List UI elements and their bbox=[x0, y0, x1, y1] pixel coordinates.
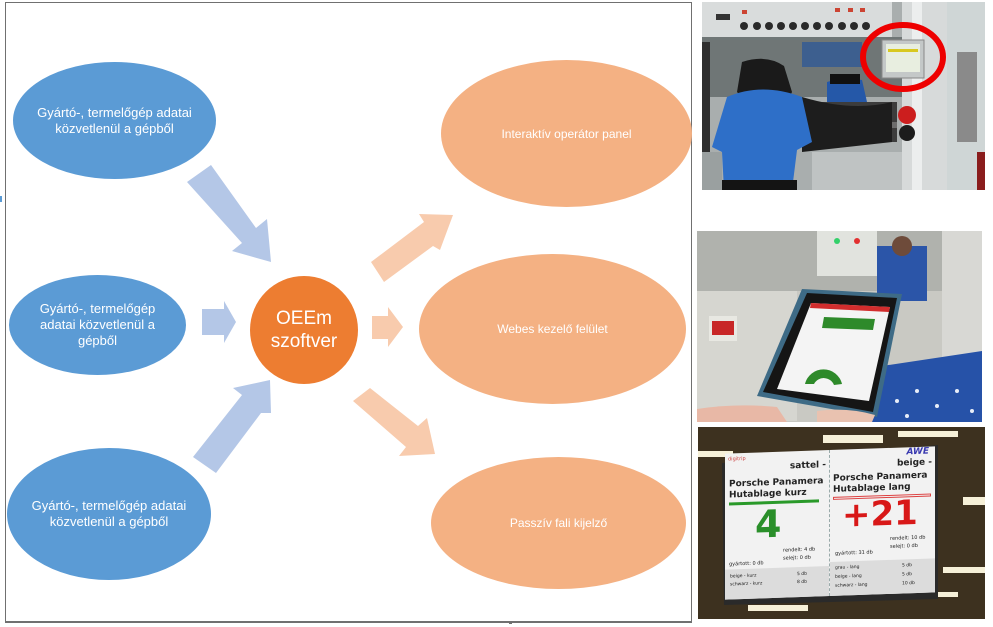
right-big-number: +21 bbox=[842, 492, 918, 536]
left-color-tag: sattel - bbox=[789, 460, 826, 472]
right-title-line1: Porsche Panamera bbox=[833, 470, 928, 484]
right-list: grau - lang 5 db beige - lang 5 db schwa… bbox=[830, 558, 935, 596]
arrow-source3-to-hub bbox=[193, 380, 271, 473]
arrow-source1-to-hub bbox=[187, 165, 271, 262]
left-big-number: 4 bbox=[755, 501, 782, 547]
right-list-item: grau - lang bbox=[835, 564, 860, 571]
hub-label-line1: OEEm bbox=[276, 308, 332, 329]
left-title-line2: Hutablage kurz bbox=[729, 487, 807, 501]
right-list-qty: 5 db bbox=[902, 572, 913, 578]
hub-node: OEEm szoftver bbox=[250, 276, 358, 384]
photo-wall-display: digitrip sattel - Porsche Panamera Hutab… bbox=[698, 427, 985, 619]
left-list-item: beige - kurz bbox=[730, 573, 757, 580]
arrow-hub-to-target3 bbox=[353, 388, 435, 456]
target-node-label: Interaktív operátor panel bbox=[501, 126, 632, 141]
left-list-qty: 5 db bbox=[797, 571, 808, 578]
source-node-label: Gyártó-, termelőgép adatai közvetlenül a… bbox=[37, 104, 192, 136]
right-scrap: selejt: 0 db bbox=[890, 542, 918, 550]
wall-display-left-panel: digitrip sattel - Porsche Panamera Hutab… bbox=[725, 450, 830, 600]
left-list-item: schwarz - kurz bbox=[730, 581, 763, 588]
wall-display-right-panel: AWE beige - Porsche Panamera Hutablage l… bbox=[830, 446, 935, 596]
target-node-label: Passzív fali kijelző bbox=[509, 516, 608, 530]
right-list-item: beige - lang bbox=[835, 573, 862, 580]
target-node-web-ui: Webes kezelő felület bbox=[419, 254, 686, 404]
photo-operator-panel bbox=[702, 2, 985, 190]
left-ordered: rendelt: 4 db bbox=[783, 546, 816, 554]
edge-mark bbox=[0, 196, 2, 202]
right-list-qty: 5 db bbox=[902, 563, 913, 569]
wall-display-screen: digitrip sattel - Porsche Panamera Hutab… bbox=[725, 446, 935, 600]
left-brand: digitrip bbox=[728, 455, 746, 463]
source-node-1: Gyártó-, termelőgép adatai közvetlenül a… bbox=[13, 62, 216, 179]
photo-tablet-web-ui bbox=[697, 231, 982, 422]
right-list-qty: 10 db bbox=[902, 581, 915, 587]
left-title-line1: Porsche Panamera bbox=[729, 476, 824, 490]
left-list: beige - kurz 5 db schwarz - kurz 8 db bbox=[725, 566, 829, 600]
source-node-label: Gyártó-, termelőgép adatai közvetlenül a… bbox=[31, 498, 187, 529]
right-ordered: rendelt: 10 db bbox=[890, 534, 926, 542]
arrow-source2-to-hub bbox=[202, 301, 236, 343]
source-node-3: Gyártó-, termelőgép adatai közvetlenül a… bbox=[7, 448, 211, 580]
source-node-2: Gyártó-, termelőgép adatai közvetlenül a… bbox=[9, 275, 186, 375]
right-brand: AWE bbox=[906, 446, 929, 458]
arrow-hub-to-target2 bbox=[372, 307, 403, 347]
target-node-wall-display: Passzív fali kijelző bbox=[431, 457, 686, 589]
right-list-item: schwarz - lang bbox=[835, 582, 868, 589]
right-produced: gyártott: 31 db bbox=[835, 549, 873, 557]
hub-label-line2: szoftver bbox=[270, 331, 338, 352]
left-scrap: selejt: 0 db bbox=[783, 554, 811, 562]
target-node-label: Webes kezelő felület bbox=[497, 322, 608, 336]
right-color-tag: beige - bbox=[896, 457, 932, 469]
page-marker bbox=[509, 621, 512, 624]
source-node-label: Gyártó-, termelőgép adatai közvetlenül a… bbox=[39, 301, 156, 348]
target-node-operator-panel: Interaktív operátor panel bbox=[441, 60, 692, 207]
left-produced: gyártott: 0 db bbox=[729, 560, 764, 568]
arrow-hub-to-target1 bbox=[371, 214, 453, 282]
left-list-qty: 8 db bbox=[797, 579, 808, 586]
